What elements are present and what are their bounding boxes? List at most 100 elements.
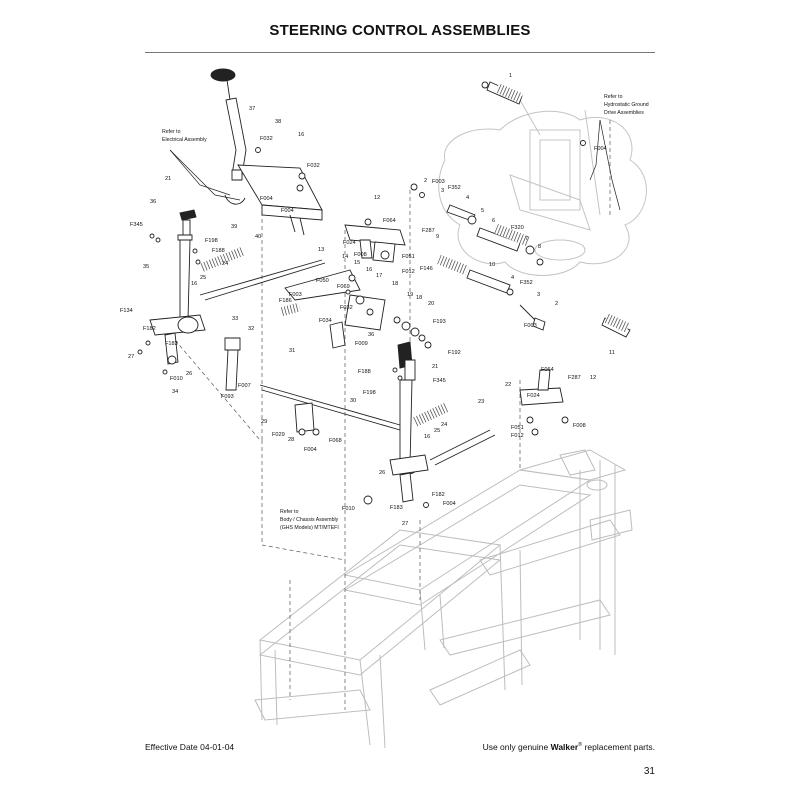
callout: F182 xyxy=(143,326,156,332)
callout: F345 xyxy=(130,222,143,228)
callout: 15 xyxy=(354,260,360,266)
callout: F064 xyxy=(541,367,554,373)
callout: 13 xyxy=(318,247,324,253)
callout: 11 xyxy=(609,350,615,356)
callout: F009 xyxy=(355,341,368,347)
callout: 21 xyxy=(165,176,171,182)
callout: F004 xyxy=(281,208,294,214)
callout: F008 xyxy=(354,252,367,258)
callout: 32 xyxy=(248,326,254,332)
callout: F004 xyxy=(260,196,273,202)
callout: F186 xyxy=(279,298,292,304)
callout: 18 xyxy=(392,281,398,287)
callout: F182 xyxy=(432,492,445,498)
callout: 3 xyxy=(537,292,540,298)
callout: F192 xyxy=(448,350,461,356)
callout: 8 xyxy=(538,244,541,250)
callout: 26 xyxy=(379,470,385,476)
callout: F010 xyxy=(170,376,183,382)
registered-mark: ® xyxy=(578,742,583,749)
callout: F003 xyxy=(289,292,302,298)
callout: 19 xyxy=(407,292,413,298)
callout: 2 xyxy=(424,178,427,184)
callout: 12 xyxy=(590,375,596,381)
callout: 16 xyxy=(191,281,197,287)
callout: F064 xyxy=(383,218,396,224)
callout: 5 xyxy=(481,208,484,214)
callout: F051 xyxy=(511,425,524,431)
right-steering-control xyxy=(259,341,569,508)
callout: 25 xyxy=(434,428,440,434)
callout: 16 xyxy=(298,132,304,138)
callout: 22 xyxy=(505,382,511,388)
callout: F093 xyxy=(221,394,234,400)
callout: F068 xyxy=(329,438,342,444)
callout: 26 xyxy=(186,371,192,377)
callout: F050 xyxy=(316,278,329,284)
callout: 4 xyxy=(511,275,514,281)
callout: F193 xyxy=(433,319,446,325)
diagram-notes: Refer to Electrical Assembly Refer to Hy… xyxy=(162,94,649,531)
title-rule xyxy=(145,52,655,53)
callout: 29 xyxy=(261,419,267,425)
callout: F032 xyxy=(260,136,273,142)
note-electrical-1: Refer to xyxy=(162,129,181,135)
callout: 33 xyxy=(232,316,238,322)
callout: F024 xyxy=(343,240,356,246)
callout: F198 xyxy=(205,238,218,244)
callout: 25 xyxy=(200,275,206,281)
callout: 40 xyxy=(255,234,261,240)
callout: 35 xyxy=(143,264,149,270)
callout: F003 xyxy=(432,179,445,185)
callout: 23 xyxy=(478,399,484,405)
tagline-post: replacement parts. xyxy=(582,742,655,752)
callout: F183 xyxy=(390,505,403,511)
note-chassis-2: Body / Chassis Assembly xyxy=(280,517,339,523)
callout: F004 xyxy=(443,501,456,507)
callout: F010 xyxy=(342,506,355,512)
page-number: 31 xyxy=(643,766,655,777)
callout: F032 xyxy=(307,163,320,169)
center-linkage xyxy=(279,218,432,349)
callout: 34 xyxy=(172,389,178,395)
callout-labels: 1 37 38 16 F032 F032 F004 F004 39 21 36 … xyxy=(120,73,615,527)
callout: 36 xyxy=(150,199,156,205)
callout: 3 xyxy=(441,188,444,194)
callout: 20 xyxy=(428,301,434,307)
tagline-pre: Use only genuine xyxy=(482,742,551,752)
callout: F051 xyxy=(402,254,415,260)
callout: F134 xyxy=(120,308,133,314)
callout: F183 xyxy=(165,341,178,347)
callout: F345 xyxy=(433,378,446,384)
brand-name: Walker xyxy=(550,742,579,752)
callout: 10 xyxy=(489,262,495,268)
callout: 7 xyxy=(525,236,528,242)
callout: 6 xyxy=(492,218,495,224)
callout: 24 xyxy=(222,261,228,267)
callout: 18 xyxy=(416,295,422,301)
callout: F287 xyxy=(422,228,435,234)
callout: F198 xyxy=(363,390,376,396)
hydrostatic-drive-outline xyxy=(438,99,647,276)
footer-tagline: Use only genuine Walker® replacement par… xyxy=(483,742,655,752)
callout: F024 xyxy=(527,393,540,399)
note-hydro-3: Drive Assemblies xyxy=(604,110,644,116)
callout: 16 xyxy=(424,434,430,440)
callout: F012 xyxy=(402,269,415,275)
callout: 1 xyxy=(509,73,512,79)
callout: F146 xyxy=(420,266,433,272)
callout: 17 xyxy=(376,273,382,279)
callout: 36 xyxy=(368,332,374,338)
callout: 12 xyxy=(374,195,380,201)
callout: F352 xyxy=(448,185,461,191)
callout: F188 xyxy=(358,369,371,375)
callout: 28 xyxy=(288,437,294,443)
effective-date: Effective Date 04-01-04 xyxy=(145,742,235,752)
callout: F320 xyxy=(511,225,524,231)
callout: 39 xyxy=(231,224,237,230)
callout: F004 xyxy=(594,146,607,152)
note-chassis-1: Refer to xyxy=(280,509,299,515)
right-linkage xyxy=(410,81,631,338)
note-hydro-2: Hydrostatic Ground xyxy=(604,102,649,108)
